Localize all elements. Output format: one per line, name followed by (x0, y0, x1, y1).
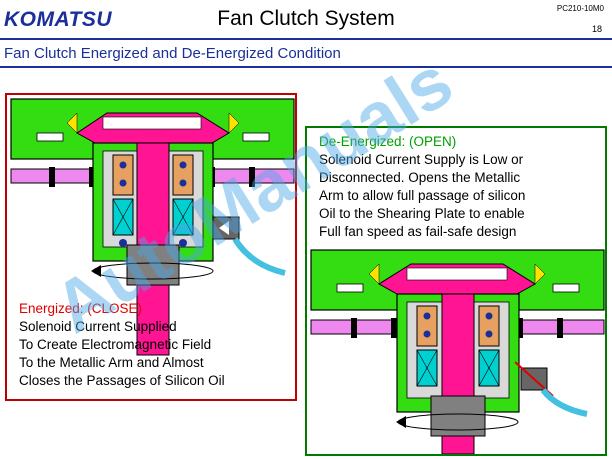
energized-panel: Energized: (CLOSE) Solenoid Current Supp… (5, 93, 297, 401)
energized-clutch-diagram (10, 98, 295, 356)
de-energized-line-5: Full fan speed as fail-safe design (319, 224, 517, 239)
energized-state-label: Energized: (CLOSE) (19, 301, 143, 316)
komatsu-logo: KOMATSU (4, 8, 113, 31)
page-title: Fan Clutch System (217, 7, 395, 30)
de-energized-line-4: Oil to the Shearing Plate to enable (319, 206, 525, 221)
de-energized-clutch-diagram (310, 249, 605, 454)
de-energized-state-label: De-Energized: (OPEN) (319, 134, 457, 149)
de-energized-panel: De-Energized: (OPEN) Solenoid Current Su… (305, 126, 607, 456)
energized-line-4: Closes the Passages of Silicon Oil (19, 373, 225, 388)
model-code: PC210-10M0 (556, 4, 604, 13)
de-energized-line-3: Arm to allow full passage of silicon (319, 188, 526, 203)
header-divider (0, 38, 612, 40)
energized-line-2: To Create Electromagnetic Field (19, 337, 212, 352)
page-number: 18 (591, 24, 602, 34)
energized-caption: Energized: (CLOSE) Solenoid Current Supp… (19, 300, 294, 390)
subtitle-divider (0, 66, 612, 68)
energized-line-1: Solenoid Current Supplied (19, 319, 177, 334)
de-energized-line-2: Disconnected. Opens the Metallic (319, 170, 521, 185)
slide-subtitle: Fan Clutch Energized and De-Energized Co… (4, 45, 341, 62)
de-energized-caption: De-Energized: (OPEN) Solenoid Current Su… (319, 133, 604, 241)
energized-line-3: To the Metallic Arm and Almost (19, 355, 204, 370)
de-energized-line-1: Solenoid Current Supply is Low or (319, 152, 524, 167)
